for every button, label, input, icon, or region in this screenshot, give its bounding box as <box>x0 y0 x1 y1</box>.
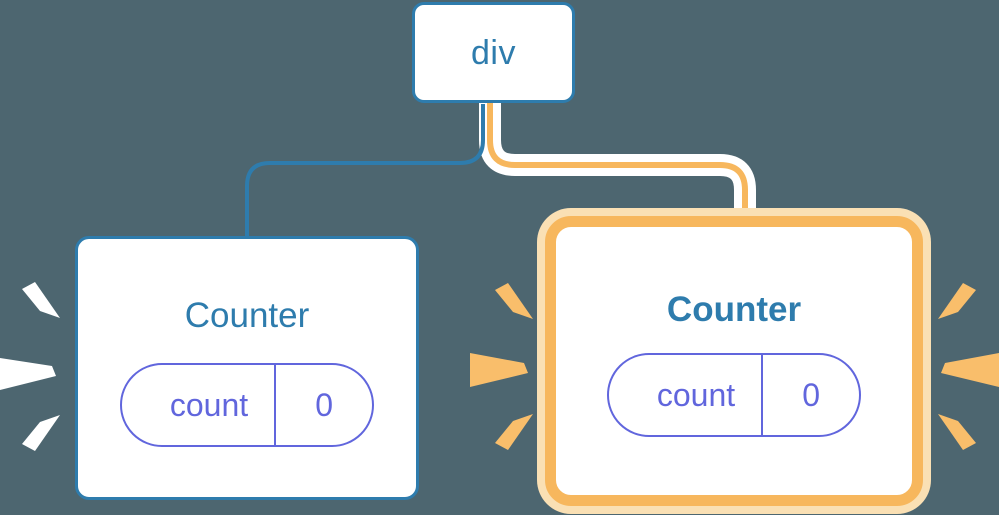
sparkle-ray-middle-left <box>470 353 528 387</box>
wire-div-to-counter-right <box>487 102 748 232</box>
state-key-label: count <box>656 376 736 413</box>
sparkle-group-counter-right-right <box>938 283 999 450</box>
node-counter-right-title: Counter <box>666 289 802 329</box>
sparkle-ray-lower-left <box>495 414 533 450</box>
state-pill-counter-left[interactable]: count 0 <box>119 362 375 447</box>
node-div-label: div <box>471 33 516 72</box>
node-div[interactable]: div <box>412 2 575 103</box>
sparkle-ray-lower-left <box>22 415 60 451</box>
sparkle-ray-upper-left <box>495 283 533 319</box>
sparkle-ray-upper-left <box>22 282 60 318</box>
sparkle-ray-upper-right <box>938 283 976 319</box>
node-counter-right[interactable]: Counter count 0 <box>545 216 923 506</box>
sparkle-ray-lower-right <box>938 414 976 450</box>
sparkle-ray-middle-left <box>0 358 56 390</box>
sparkle-group-counter-left <box>0 282 60 451</box>
sparkle-ray-middle-right <box>941 353 999 387</box>
state-key-label: count <box>169 386 249 423</box>
wire-div-to-counter-left <box>245 104 485 240</box>
node-counter-left-title: Counter <box>184 295 310 335</box>
node-counter-left[interactable]: Counter count 0 <box>75 236 419 500</box>
state-value-label: 0 <box>761 354 859 435</box>
sparkle-group-counter-right-left <box>470 283 533 450</box>
state-pill-counter-right[interactable]: count 0 <box>606 352 862 437</box>
state-value-label: 0 <box>274 364 372 445</box>
